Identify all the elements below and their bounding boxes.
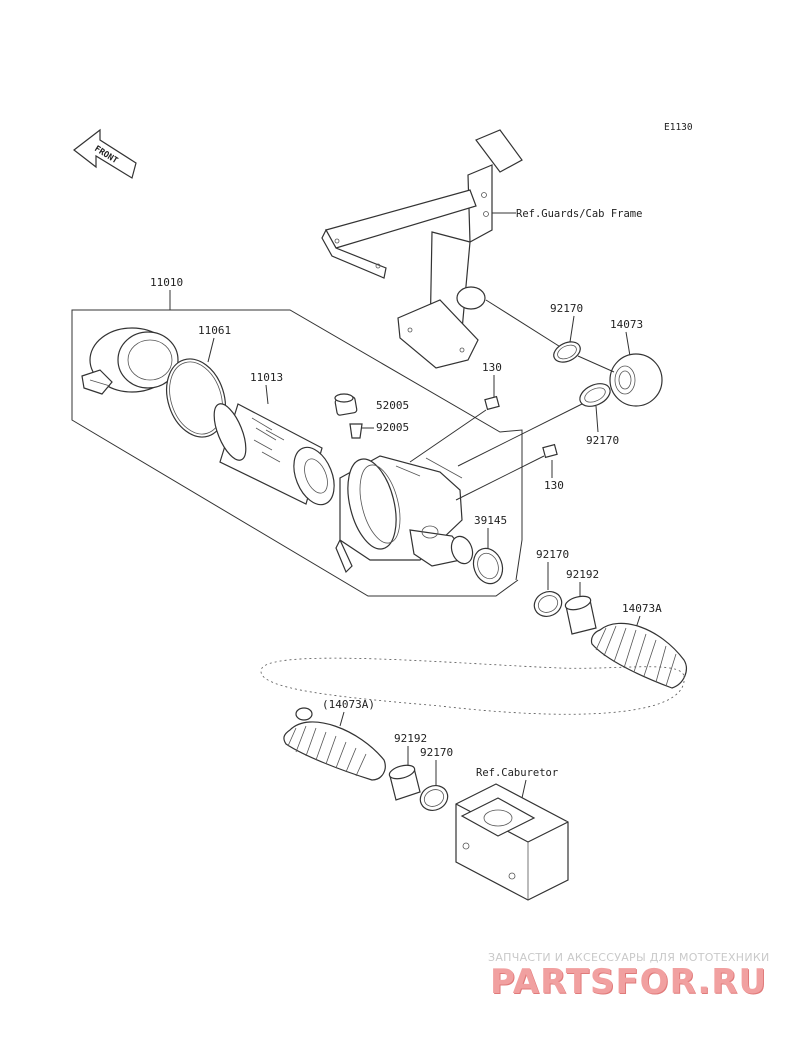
- oring-11061: [166, 358, 226, 438]
- ref-carburetor: Ref.Caburetor: [476, 767, 558, 779]
- label-92170-d: 92170: [420, 746, 453, 759]
- diagram-code: E1130: [664, 122, 693, 133]
- bolt-130-b: [542, 443, 558, 459]
- label-39145: 39145: [474, 514, 507, 527]
- clamp-92170-b: [579, 383, 611, 407]
- label-92170-c: 92170: [536, 548, 569, 561]
- label-130-a: 130: [482, 361, 502, 374]
- filter-element-11013: [213, 403, 335, 506]
- label-92192-a: 92192: [566, 568, 599, 581]
- label-92005: 92005: [376, 421, 409, 434]
- drain-cap-52005: [334, 393, 363, 439]
- clamp-92170-a: [553, 341, 581, 363]
- label-11010: 11010: [150, 276, 183, 289]
- bolt-130-a: [484, 395, 500, 411]
- label-11061: 11061: [198, 324, 231, 337]
- front-arrow-icon: FRONT: [73, 128, 137, 179]
- label-14073: 14073: [610, 318, 643, 331]
- clamp-92170-d: [419, 785, 449, 811]
- frame-bracket: [321, 129, 523, 369]
- ring-92192-a: [564, 595, 597, 635]
- boot-14073: [609, 353, 663, 407]
- air-box-body: [335, 455, 474, 574]
- label-52005: 52005: [376, 399, 409, 412]
- carburetor-box: [455, 783, 569, 901]
- label-11013: 11013: [250, 371, 283, 384]
- label-92170-b: 92170: [586, 434, 619, 447]
- watermark-logo: PARTSFOR.RU: [490, 962, 768, 1002]
- ring-39145: [472, 547, 504, 585]
- watermark-caption: ЗАПЧАСТИ И АКСЕССУАРЫ ДЛЯ МОТОТЕХНИКИ: [488, 951, 770, 964]
- bellows-14073A: [590, 622, 687, 689]
- clamp-92170-c: [533, 591, 563, 617]
- label-14073A: 14073A: [622, 602, 662, 615]
- bellows-14073A-lower: [283, 707, 386, 781]
- ring-92192-b: [388, 764, 421, 801]
- label-92192-b: 92192: [394, 732, 427, 745]
- label-92170-a: 92170: [550, 302, 583, 315]
- label-14073A-ref: (14073A): [322, 698, 375, 711]
- label-130-b: 130: [544, 479, 564, 492]
- air-cleaner-cap: [81, 327, 179, 395]
- ref-guards-cab-frame: Ref.Guards/Cab Frame: [516, 208, 642, 220]
